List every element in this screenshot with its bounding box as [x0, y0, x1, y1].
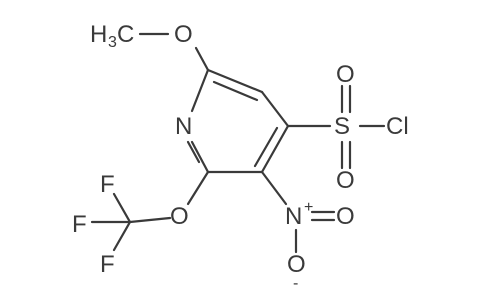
nitro-oxygen-bottom: O [287, 251, 306, 278]
nitro-n-charge: + [304, 199, 313, 216]
methyl-h-label: H [90, 21, 107, 48]
methyl-subscript: 3 [108, 34, 117, 51]
ocf3-oxygen: O [170, 203, 189, 230]
fluorine-top: F [100, 171, 115, 198]
nitro-oxygen-right: O [336, 203, 355, 230]
sulfur-atom: S [334, 113, 350, 140]
bond-c2-o [186, 170, 210, 206]
bond-c4-c3 [260, 124, 290, 174]
nitro-o-charge: - [293, 275, 298, 292]
methoxy-oxygen: O [174, 21, 193, 48]
bond-c-f-bottom [112, 220, 132, 252]
sulfonyl-oxygen-top: O [336, 61, 355, 88]
bond-inner-c4-c3 [253, 126, 279, 168]
sulfonyl-oxygen-bottom: O [336, 167, 355, 194]
bond-inner-c6-c5 [212, 80, 259, 102]
bond-inner-c2-n [186, 140, 201, 164]
ring-nitrogen: N [175, 113, 192, 140]
bond-n-c6 [190, 68, 210, 113]
bond-c5-c4 [260, 90, 290, 128]
bond-c3-n [260, 170, 288, 206]
fluorine-bottom: F [100, 251, 115, 278]
bond-c6-o [194, 46, 210, 72]
bond-c-f-top [112, 192, 132, 224]
methyl-c-label: C [117, 21, 134, 48]
nitro-nitrogen: N [285, 203, 302, 230]
bond-o-cf3 [128, 216, 172, 224]
chlorine-atom: Cl [386, 113, 409, 140]
bond-c6-c5 [206, 68, 264, 94]
fluorine-left: F [72, 211, 87, 238]
bond-c2-n [190, 140, 210, 174]
